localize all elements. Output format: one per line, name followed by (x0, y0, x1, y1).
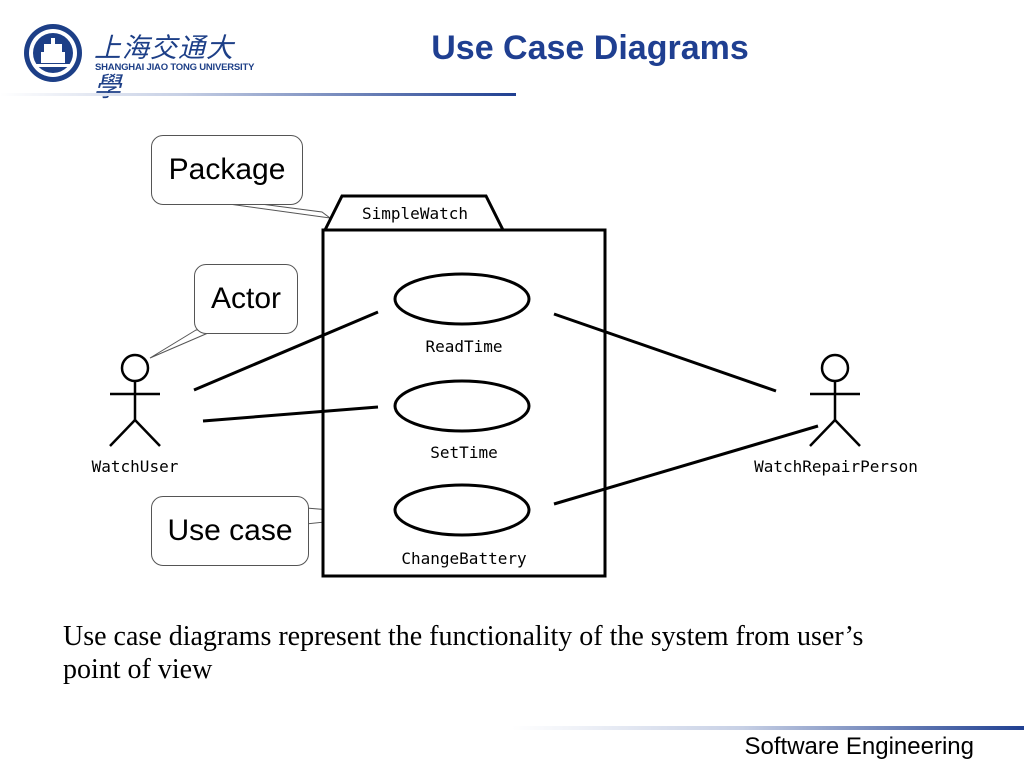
header-rule (0, 93, 516, 96)
usecase-readtime-label: ReadTime (425, 337, 502, 356)
association-user-settime (202, 405, 379, 423)
actor-watchuser-label: WatchUser (92, 457, 179, 476)
slide-caption: Use case diagrams represent the function… (63, 621, 864, 685)
usecase-readtime (393, 272, 531, 326)
logo-chinese-name: 上海交通大學 (94, 33, 234, 103)
usecase-settime (393, 379, 531, 433)
usecase-callout: Use case (151, 496, 309, 566)
usecase-settime-label: SetTime (430, 443, 497, 462)
association-repair-changebattery (553, 424, 819, 506)
association-repair-readtime (553, 312, 777, 393)
logo-english-name: SHANGHAI JIAO TONG UNIVERSITY (95, 62, 255, 73)
package-name: SimpleWatch (362, 204, 468, 223)
association-user-readtime (193, 310, 379, 392)
usecase-changebattery-label: ChangeBattery (401, 549, 527, 568)
actor-callout: Actor (194, 264, 298, 334)
actor-watchrepairperson-icon (809, 353, 861, 447)
actor-watchuser-icon (109, 353, 161, 447)
actor-watchrepairperson-label: WatchRepairPerson (754, 457, 918, 476)
university-seal-icon (24, 24, 82, 82)
usecase-changebattery (393, 483, 531, 537)
footer-course-name: Software Engineering (744, 733, 974, 760)
university-logo: 上海交通大學 SHANGHAI JIAO TONG UNIVERSITY (22, 20, 254, 103)
actor-callout-pointer (149, 329, 216, 359)
footer-rule (512, 726, 1024, 730)
package-callout: Package (151, 135, 303, 205)
slide-title: Use Case Diagrams (431, 29, 749, 67)
